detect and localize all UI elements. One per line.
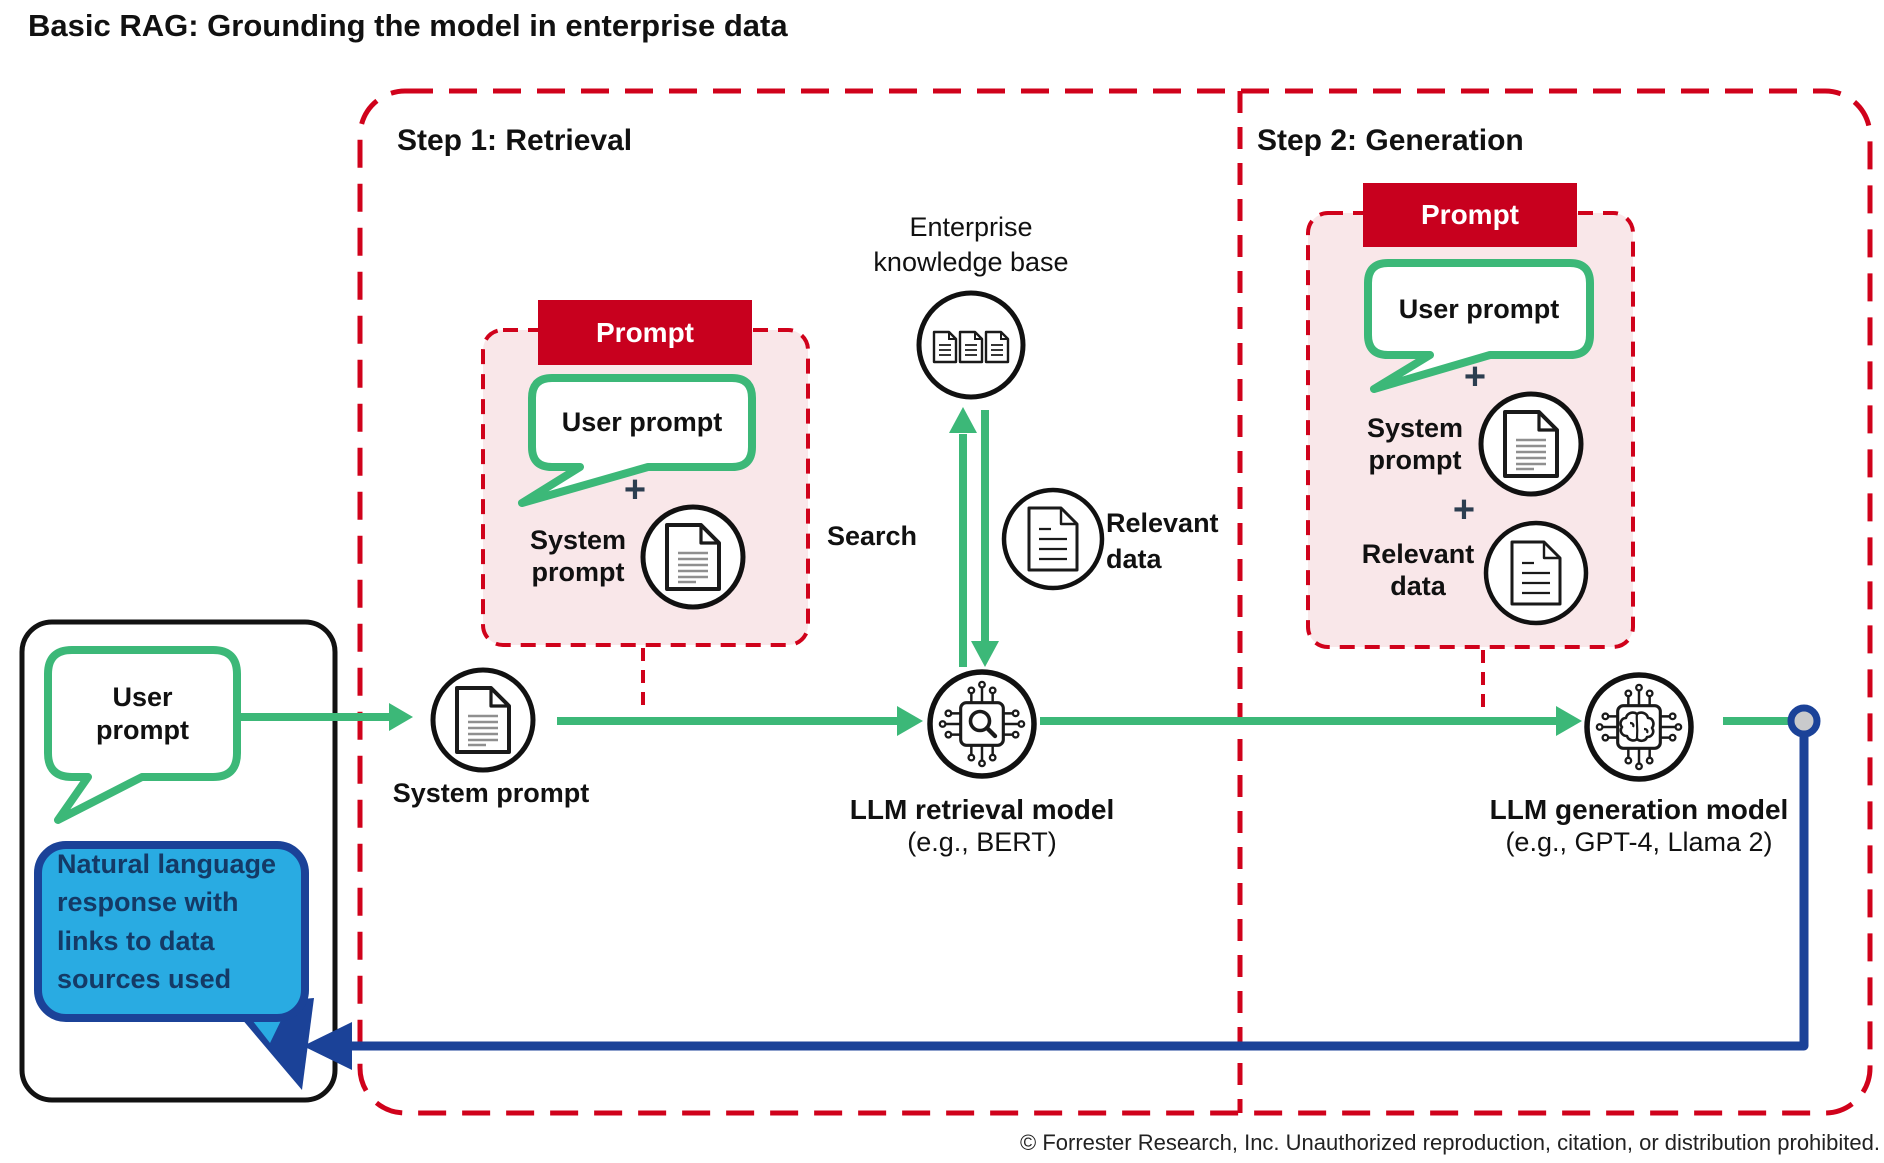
copyright-notice: © Forrester Research, Inc. Unauthorized … bbox=[1020, 1130, 1880, 1155]
prompt-header-step2: Prompt bbox=[1363, 183, 1577, 247]
llm-retrieval-node bbox=[927, 669, 1037, 779]
document-icon bbox=[1510, 540, 1562, 606]
green-flow-arrows bbox=[237, 410, 1791, 725]
step1-system-prompt-node bbox=[640, 504, 746, 610]
green-arrowheads bbox=[389, 407, 1582, 736]
plus-sign: + bbox=[1463, 355, 1487, 398]
document-icon bbox=[455, 686, 511, 754]
response-arrowhead bbox=[303, 1022, 352, 1070]
document-icon bbox=[1503, 410, 1559, 478]
page-title: Basic RAG: Grounding the model in enterp… bbox=[28, 8, 788, 43]
retrieval-model-subtitle: (e.g., BERT) bbox=[907, 827, 1057, 857]
outer-dashed-box bbox=[357, 88, 1873, 1116]
knowledge-base-node bbox=[916, 290, 1026, 400]
document-icon bbox=[1027, 506, 1079, 572]
system-prompt-node-label: System prompt bbox=[392, 778, 590, 808]
document-icon bbox=[665, 523, 721, 591]
documents-icon bbox=[932, 330, 1010, 364]
prompt-header-step1: Prompt bbox=[538, 300, 752, 365]
system-prompt-label-step2: System prompt bbox=[1366, 413, 1464, 475]
user-prompt-bubble-step2 bbox=[1364, 259, 1594, 393]
plus-sign: + bbox=[623, 468, 647, 511]
relevant-data-label-step2: Relevant data bbox=[1361, 539, 1475, 601]
chip-brain-icon bbox=[1595, 683, 1683, 771]
user-prompt-label-step2: User prompt bbox=[1398, 293, 1560, 324]
relevant-data-label-step1: Relevant data bbox=[1106, 508, 1219, 574]
system-prompt-node bbox=[430, 667, 536, 773]
response-bubble bbox=[34, 841, 314, 1090]
step2-label: Step 2: Generation bbox=[1257, 124, 1524, 157]
user-prompt-bubble-left bbox=[44, 646, 241, 824]
step2-relevant-data-node bbox=[1483, 520, 1589, 626]
knowledge-base-label: Enterprise knowledge base bbox=[873, 211, 1069, 277]
plus-sign: + bbox=[1452, 488, 1476, 531]
generation-model-subtitle: (e.g., GPT-4, Llama 2) bbox=[1505, 827, 1773, 857]
search-label: Search bbox=[826, 521, 918, 551]
llm-generation-node bbox=[1584, 672, 1694, 782]
response-return-line bbox=[351, 724, 1809, 1051]
user-prompt-label-left: User prompt bbox=[96, 682, 189, 745]
retrieval-model-title: LLM retrieval model bbox=[849, 794, 1115, 825]
generation-model-title: LLM generation model bbox=[1489, 794, 1789, 825]
system-prompt-label-step1: System prompt bbox=[529, 525, 627, 587]
relevant-data-node bbox=[1001, 487, 1105, 591]
response-label: Natural language response with links to … bbox=[57, 849, 277, 994]
connector-dot bbox=[1787, 704, 1821, 738]
step1-label: Step 1: Retrieval bbox=[397, 124, 633, 157]
step2-system-prompt-node bbox=[1478, 391, 1584, 497]
chip-magnifier-icon bbox=[938, 680, 1026, 768]
user-prompt-bubble-step1 bbox=[518, 374, 756, 507]
user-prompt-label-step1: User prompt bbox=[561, 407, 723, 437]
